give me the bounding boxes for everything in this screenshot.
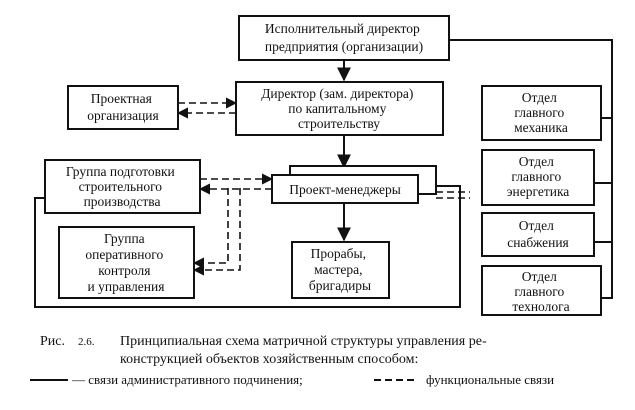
construction-prep-group-label: Группа подготовки строительного производ… [66,164,178,209]
chief-power-engineer-dept-box [481,149,595,206]
chief-power-engineer-dept-label: Отдел главного энергетика [507,154,570,199]
link-pm-oper-a [192,188,229,269]
operative-control-group-label: Группа оперативного контроля и управлени… [85,231,166,294]
supply-dept-label: Отдел снабжения [507,218,569,250]
project-managers-label: Проект-менеджеры [289,182,401,197]
link-pm-oper-b [192,188,241,276]
caption-line-1: Принципиальная схема матричной структуры… [120,334,487,349]
caption-line-2: конструкцией объектов хозяйственным спос… [120,352,418,367]
legend-solid-label: — связи административного подчинения; [71,372,303,387]
chief-technologist-dept-label: Отдел главного технолога [512,269,569,314]
legend-dashed-label: функциональные связи [426,372,554,387]
design-org-box [67,85,179,130]
chief-technologist-dept-box [481,265,602,316]
link-pm-bottom-loop [34,185,461,308]
construction-director-label: Директор (зам. директора) по капитальном… [261,86,417,131]
operative-control-group-box [58,226,195,299]
project-managers-box [271,174,419,204]
figure-number: 2.6. [78,336,95,348]
functional-links [176,97,470,276]
design-org-label: Проектная организация [87,91,158,123]
foremen-label: Прорабы, мастера, бригадиры [309,246,371,293]
exec-director-box [238,15,450,61]
construction-prep-group-box [44,159,201,214]
figure-prefix: Рис. [40,334,65,349]
administrative-links [34,39,613,308]
exec-director-label: Исполнительный директор предприятия (орг… [265,21,423,54]
construction-director-box [235,81,444,136]
link-exec-departments-trunk [449,39,613,299]
supply-dept-box [481,212,595,257]
foremen-box [291,241,390,299]
chief-mechanic-dept-label: Отдел главного механика [514,90,568,135]
chief-mechanic-dept-box [481,85,602,141]
